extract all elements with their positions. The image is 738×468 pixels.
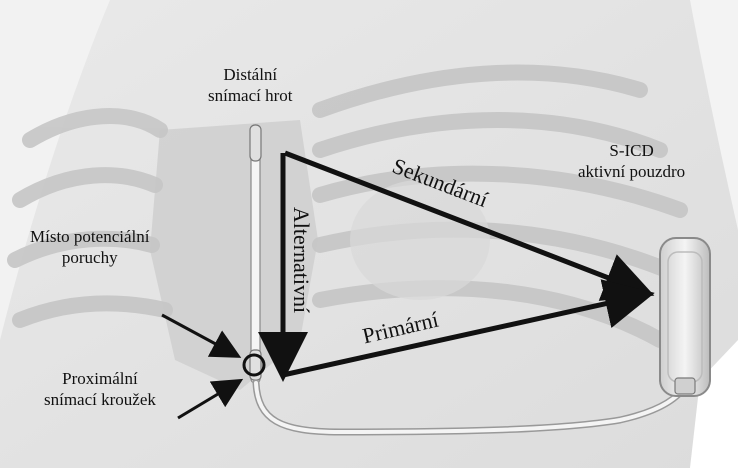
alternative-vector-label: Alternativní: [288, 207, 314, 313]
distal-tip-label-line1: Distální: [208, 64, 293, 85]
failure-site-label-line1: Místo potenciální: [30, 226, 149, 247]
sicd-can-label-line1: S-ICD: [578, 140, 685, 161]
lead-shaft: [251, 125, 260, 383]
distal-tip-label-line2: snímací hrot: [208, 85, 293, 106]
proximal-ring-label-line2: snímací kroužek: [44, 389, 156, 410]
failure-site-label-line2: poruchy: [30, 247, 149, 268]
failure-site-label: Místo potenciální poruchy: [30, 226, 149, 269]
device-header: [675, 378, 695, 394]
proximal-ring-label-line1: Proximální: [44, 368, 156, 389]
proximal-ring-label: Proximální snímací kroužek: [44, 368, 156, 411]
sicd-device-can: [660, 238, 710, 396]
sicd-can-label: S-ICD aktivní pouzdro: [578, 140, 685, 183]
distal-tip-label: Distální snímací hrot: [208, 64, 293, 107]
distal-tip-electrode: [250, 125, 261, 161]
sicd-can-label-line2: aktivní pouzdro: [578, 161, 685, 182]
